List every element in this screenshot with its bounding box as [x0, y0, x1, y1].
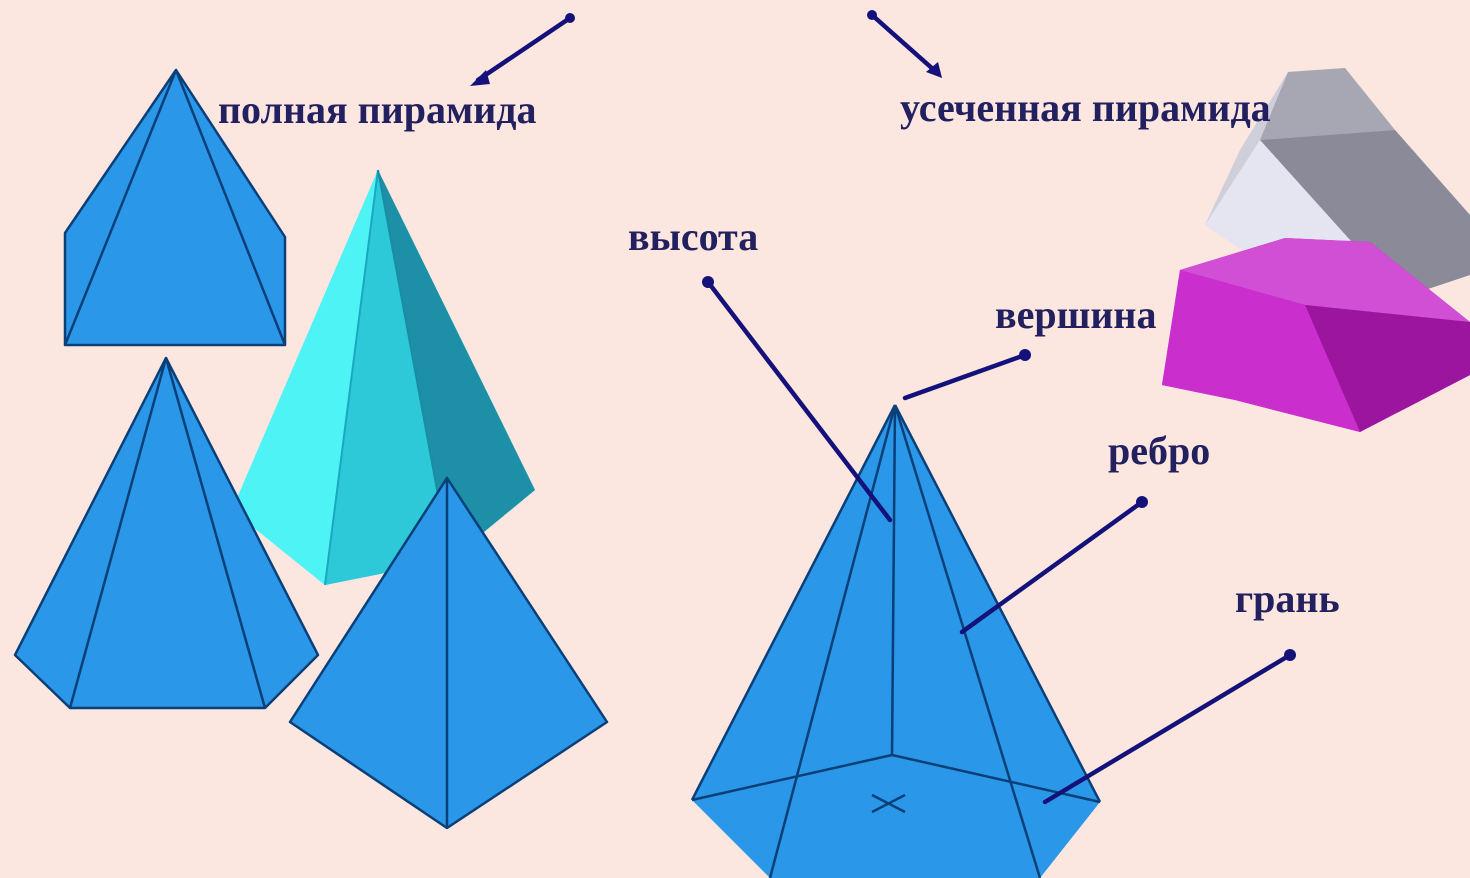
- arrow-start-dot-left: [565, 13, 575, 23]
- apex-pointer-dot: [1019, 349, 1031, 361]
- face-pointer-dot: [1284, 649, 1296, 661]
- height-pointer-dot: [702, 276, 714, 288]
- label-truncated-pyramid: усеченная пирамида: [900, 85, 1271, 130]
- label-face: грань: [1235, 576, 1340, 621]
- label-edge: ребро: [1108, 428, 1210, 473]
- label-apex: вершина: [995, 292, 1156, 337]
- label-full-pyramid: полная пирамида: [218, 87, 537, 132]
- edge-pointer-dot: [1136, 496, 1148, 508]
- label-height: высота: [628, 214, 758, 259]
- arrow-start-dot-right: [867, 10, 877, 20]
